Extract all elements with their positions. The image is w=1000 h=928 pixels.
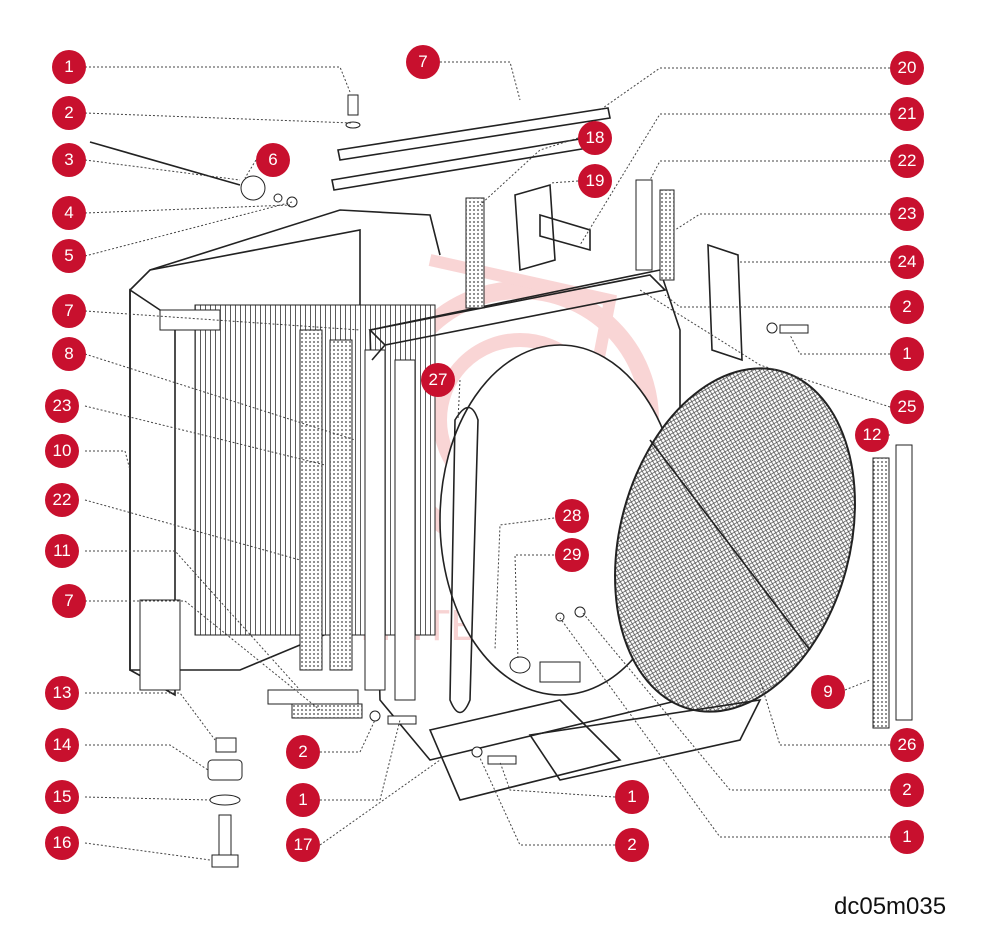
callout-2-top: 2 <box>52 96 86 130</box>
mount-hardware <box>89 94 809 868</box>
callout-6: 6 <box>256 143 290 177</box>
callout-23-left: 23 <box>45 389 79 423</box>
callout-1-bottom-right: 1 <box>890 820 924 854</box>
side-seals-upper <box>465 179 743 362</box>
callout-9: 9 <box>811 675 845 709</box>
diagram-code: dc05m035 <box>834 893 947 920</box>
callout-7-left: 7 <box>52 294 86 328</box>
callout-22-right: 22 <box>890 144 924 178</box>
callout-1-bottom-left: 1 <box>286 783 320 817</box>
callout-3: 3 <box>52 143 86 177</box>
callout-12: 12 <box>855 418 889 452</box>
callout-28: 28 <box>555 499 589 533</box>
callout-1-right: 1 <box>890 337 924 371</box>
callout-10: 10 <box>45 434 79 468</box>
callout-1-top: 1 <box>52 50 86 84</box>
callout-17: 17 <box>286 828 320 862</box>
callout-7-top: 7 <box>406 45 440 79</box>
callout-16: 16 <box>45 826 79 860</box>
callout-26: 26 <box>890 728 924 762</box>
callout-23-right: 23 <box>890 197 924 231</box>
callout-2-right: 2 <box>890 290 924 324</box>
callout-18: 18 <box>578 121 612 155</box>
lower-brackets <box>267 689 762 801</box>
shroud-seal <box>368 274 667 361</box>
callout-8: 8 <box>52 337 86 371</box>
callout-2-bottom-mid: 2 <box>615 828 649 862</box>
callout-2-bottom-right: 2 <box>890 773 924 807</box>
callout-7-lower-left: 7 <box>52 584 86 618</box>
leader-lines <box>84 61 891 861</box>
callout-13: 13 <box>45 676 79 710</box>
radiator-core <box>129 209 441 697</box>
callout-5: 5 <box>52 239 86 273</box>
callout-27: 27 <box>421 363 455 397</box>
right-side-strips <box>872 444 913 729</box>
callout-15: 15 <box>45 780 79 814</box>
lifting-handle <box>449 406 479 714</box>
callout-25: 25 <box>890 390 924 424</box>
callout-22-left: 22 <box>45 483 79 517</box>
callout-29: 29 <box>555 538 589 572</box>
callout-1-bottom-mid: 1 <box>615 780 649 814</box>
fan-guard-grille <box>614 367 856 713</box>
grille-rib <box>649 439 811 651</box>
callout-24: 24 <box>890 245 924 279</box>
callout-4: 4 <box>52 196 86 230</box>
callout-11: 11 <box>45 534 79 568</box>
callout-14: 14 <box>45 728 79 762</box>
callout-19: 19 <box>578 164 612 198</box>
callout-2-bottom-left: 2 <box>286 735 320 769</box>
callout-21: 21 <box>890 97 924 131</box>
top-seal-strips <box>331 107 611 191</box>
callout-20: 20 <box>890 51 924 85</box>
